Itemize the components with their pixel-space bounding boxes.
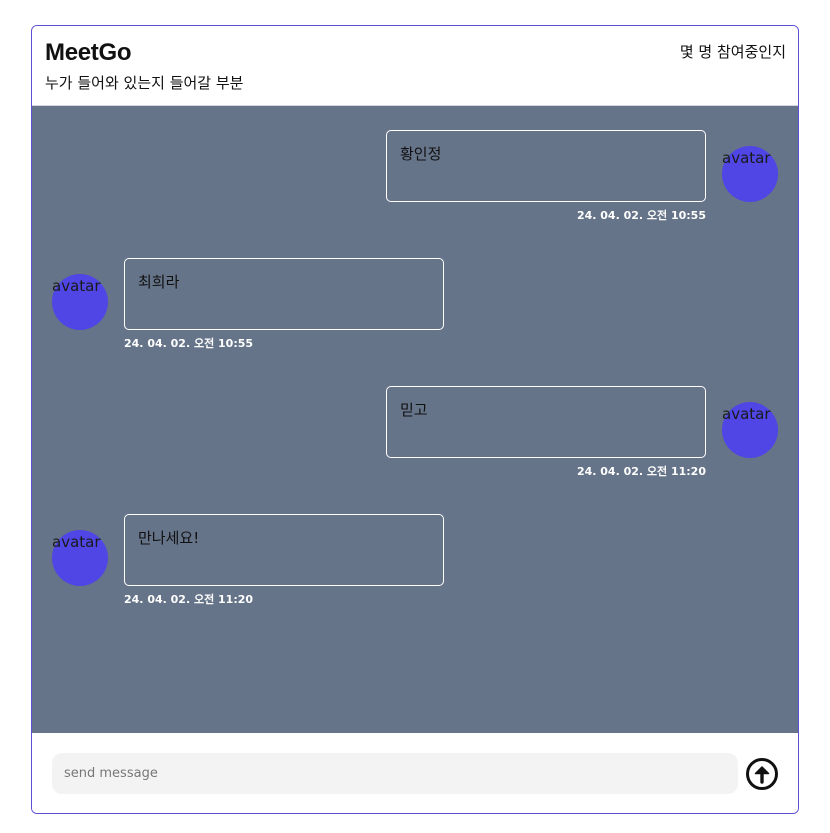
message-bubble: 만나세요! xyxy=(124,514,444,586)
message-bubble: 황인정 xyxy=(386,130,706,202)
message-list[interactable]: 황인정 24. 04. 02. 오전 10:55 avatar avatar 최… xyxy=(32,106,798,733)
app-title: MeetGo xyxy=(45,39,132,66)
avatar-alt-text: avatar xyxy=(52,533,101,551)
message-item: 황인정 24. 04. 02. 오전 10:55 avatar xyxy=(32,106,798,234)
participant-count: 몇 명 참여중인지 xyxy=(679,43,786,61)
chat-header: MeetGo 누가 들어와 있는지 들어갈 부분 몇 명 참여중인지 xyxy=(32,26,798,106)
avatar-alt-text: avatar xyxy=(722,405,771,423)
message-timestamp: 24. 04. 02. 오전 11:20 xyxy=(576,465,706,478)
avatar[interactable] xyxy=(52,530,108,586)
avatar-alt-text: avatar xyxy=(722,149,771,167)
participant-list-placeholder: 누가 들어와 있는지 들어갈 부분 xyxy=(45,74,244,92)
message-bubble: 믿고 xyxy=(386,386,706,458)
message-item: avatar 최희라 24. 04. 02. 오전 10:55 xyxy=(32,234,798,362)
avatar[interactable] xyxy=(52,274,108,330)
message-item: 믿고 24. 04. 02. 오전 11:20 avatar xyxy=(32,362,798,490)
message-timestamp: 24. 04. 02. 오전 10:55 xyxy=(124,337,254,350)
message-item: avatar 만나세요! 24. 04. 02. 오전 11:20 xyxy=(32,490,798,618)
chat-window: MeetGo 누가 들어와 있는지 들어갈 부분 몇 명 참여중인지 황인정 2… xyxy=(31,25,799,814)
arrow-up-circle-icon xyxy=(746,758,778,790)
message-input[interactable] xyxy=(52,753,738,794)
avatar[interactable] xyxy=(722,402,778,458)
message-timestamp: 24. 04. 02. 오전 11:20 xyxy=(124,593,254,606)
message-bubble: 최희라 xyxy=(124,258,444,330)
message-timestamp: 24. 04. 02. 오전 10:55 xyxy=(576,209,706,222)
send-button[interactable] xyxy=(745,757,779,791)
avatar[interactable] xyxy=(722,146,778,202)
message-composer xyxy=(32,733,798,813)
avatar-alt-text: avatar xyxy=(52,277,101,295)
